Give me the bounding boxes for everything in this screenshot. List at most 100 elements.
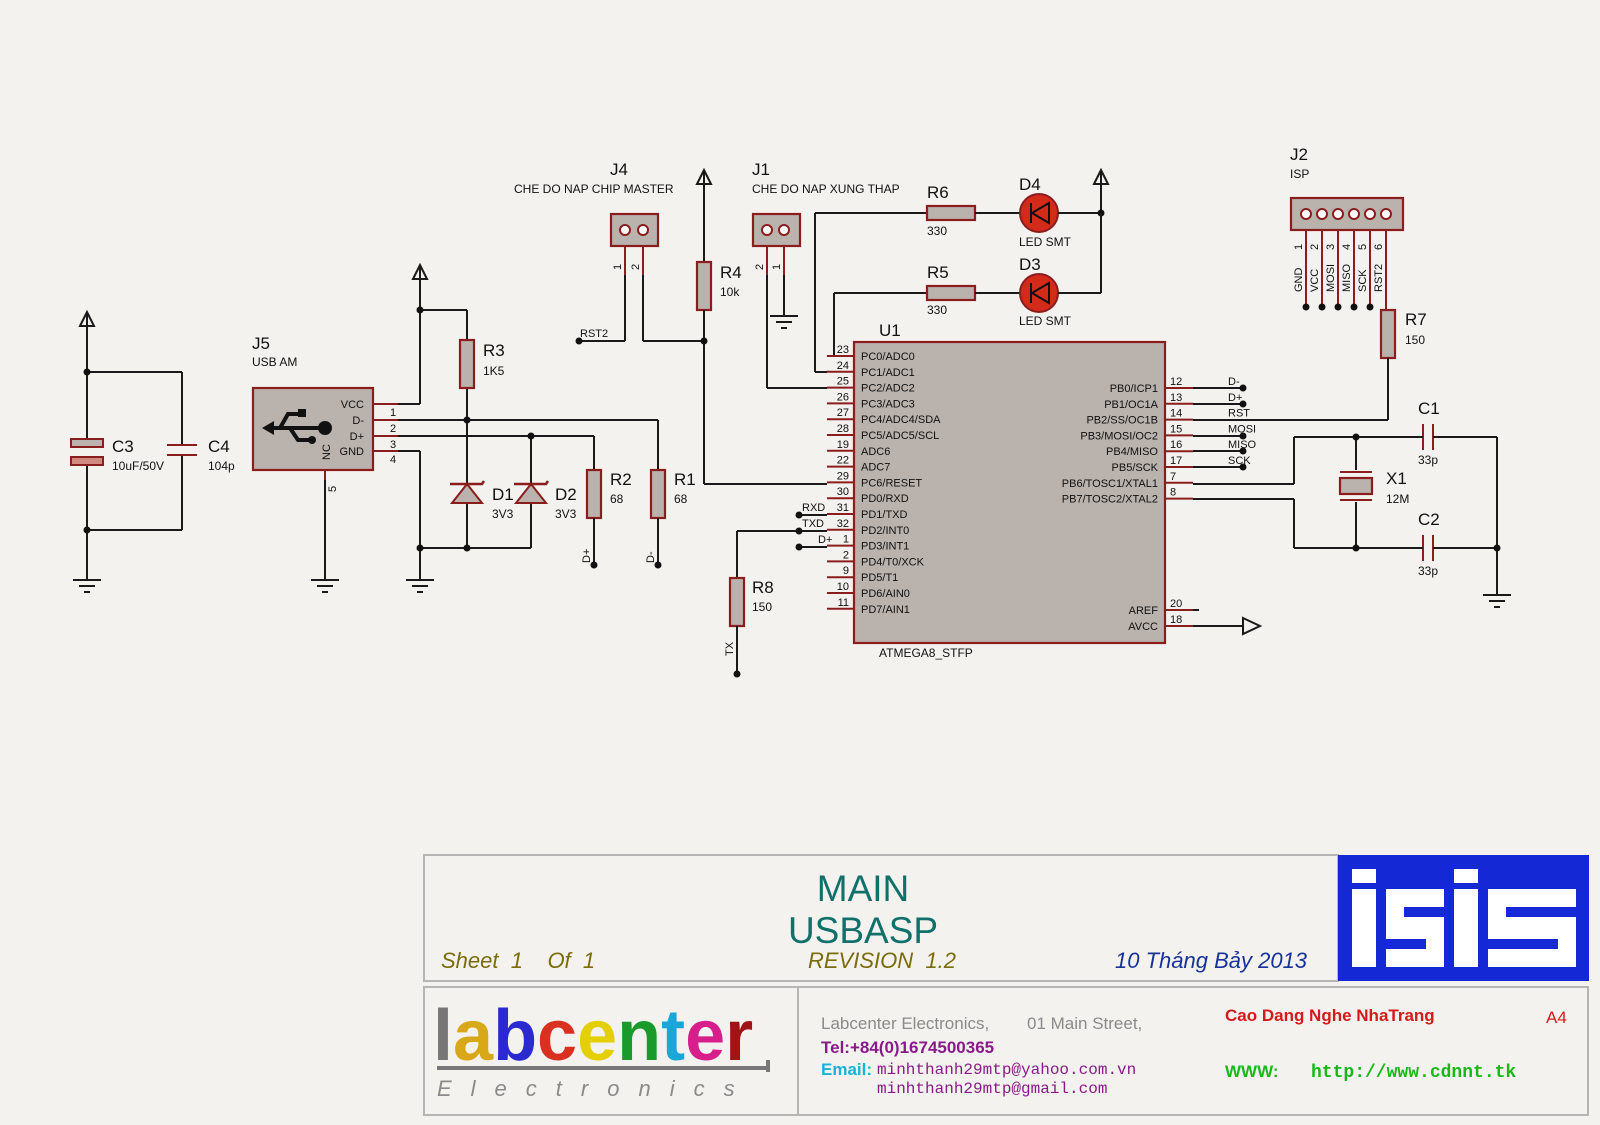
- j2-pin-number: 1: [1293, 244, 1305, 250]
- u1-ref: U1: [879, 321, 901, 340]
- u1-pin-number: 24: [837, 360, 849, 372]
- u1-pin-number: 10: [837, 581, 849, 593]
- u1-pin-number: 11: [838, 597, 849, 609]
- j2-pin-number: 6: [1373, 244, 1385, 250]
- power-symbols: [78, 167, 1263, 636]
- d1-zener: D1 3V3: [449, 480, 514, 521]
- j2-pin-number: 5: [1357, 244, 1369, 250]
- j2-pin-name: RST2: [1373, 264, 1385, 292]
- u1-pin-name: PB1/OC1A: [1104, 399, 1158, 411]
- tel: Tel:+84(0)1674500365: [821, 1038, 995, 1057]
- company-name: Labcenter Electronics,: [821, 1014, 990, 1033]
- j2-pin-name: SCK: [1357, 269, 1369, 292]
- d2-zener: D2 3V3: [513, 480, 577, 521]
- j4-pinnum-1: 1: [612, 264, 624, 270]
- ground-symbols: [73, 306, 1511, 608]
- c3-c4-section: [83, 368, 183, 534]
- u1-pin-number: 18: [1170, 614, 1182, 626]
- u1-pin-name: AVCC: [1128, 621, 1158, 633]
- email-label: Email:: [821, 1060, 873, 1079]
- j1-jumper: J1 CHE DO NAP XUNG THAP 2 1: [751, 160, 900, 389]
- x1-ref: X1: [1386, 469, 1407, 488]
- u1-pin-name: PC3/ADC3: [861, 398, 915, 410]
- www-label: WWW:: [1225, 1062, 1279, 1081]
- j2-pin-socket: [1316, 208, 1328, 220]
- d1-ref: D1: [492, 485, 514, 504]
- j1-ref: J1: [752, 160, 770, 179]
- u1-pin-name: PB4/MISO: [1106, 446, 1158, 458]
- svg-text:labcenter: labcenter: [433, 996, 753, 1076]
- d3-value: LED SMT: [1019, 314, 1072, 328]
- r7-value: 150: [1405, 333, 1425, 347]
- u1-pin-name: PB3/MOSI/OC2: [1080, 430, 1158, 442]
- j1-pinnum-2: 2: [754, 264, 766, 270]
- j2-pin-name: GND: [1293, 268, 1305, 293]
- u1-pin-name: PB2/SS/OC1B: [1086, 415, 1158, 427]
- u1-pin-number: 20: [1170, 598, 1182, 610]
- d1-value: 3V3: [492, 507, 514, 521]
- email-2[interactable]: minhthanh29mtp@gmail.com: [877, 1080, 1108, 1098]
- d3-ref: D3: [1019, 255, 1041, 274]
- c3-capacitor: C3 10uF/50V: [70, 437, 164, 473]
- j5-pin-gnd: GND: [340, 446, 365, 458]
- u1-net-label: RST: [1228, 408, 1250, 420]
- net-label-dplus-u1: D+: [818, 534, 832, 546]
- u1-pin-name: PB7/TOSC2/XTAL2: [1062, 494, 1158, 506]
- r2-value: 68: [610, 492, 624, 506]
- j2-pin-end: [1302, 303, 1310, 311]
- u1-net-label: D-: [1228, 376, 1240, 388]
- x1-value: 12M: [1386, 492, 1409, 506]
- c2-value: 33p: [1418, 564, 1438, 578]
- r4-ref: R4: [720, 263, 742, 282]
- u1-pin-name: AREF: [1129, 605, 1159, 617]
- d3-led: D3 LED SMT: [1019, 213, 1102, 328]
- j2-pin-socket: [1364, 208, 1376, 220]
- drawing-date: 10 Tháng Bảy 2013: [1115, 948, 1308, 973]
- j5-pinnum-2: 2: [390, 423, 396, 435]
- u1-pin-name: PC1/ADC1: [861, 367, 915, 379]
- title-block: MAIN USBASP Sheet 1 Of 1 REVISION 1.2 10…: [423, 854, 1589, 1116]
- u1-left-pins: 23PC0/ADC024PC1/ADC125PC2/ADC226PC3/ADC3…: [827, 344, 941, 616]
- isis-logo-graphic: [1352, 869, 1576, 967]
- u1-pin-name: ADC6: [861, 446, 890, 458]
- j2-pin-number: 3: [1325, 244, 1337, 250]
- u1-pin-number: 26: [837, 391, 849, 403]
- r2-ref: R2: [610, 470, 632, 489]
- sheet-size: A4: [1546, 1008, 1567, 1027]
- c4-ref: C4: [208, 437, 230, 456]
- email-1[interactable]: minhthanh29mtp@yahoo.com.vn: [877, 1061, 1137, 1079]
- net-label-dminus: D-: [645, 551, 657, 563]
- u1-pin-number: 23: [837, 344, 849, 356]
- u1-pin-name: PD0/RXD: [861, 493, 909, 505]
- c3-ref: C3: [112, 437, 134, 456]
- j2-pin-socket: [1380, 208, 1392, 220]
- u1-pin-name: PD1/TXD: [861, 509, 908, 521]
- j5-pin-dminus: D-: [352, 415, 364, 427]
- u1-pin-name: PC6/RESET: [861, 477, 922, 489]
- u1-pin-number: 27: [837, 407, 849, 419]
- u1-pin-number: 12: [1170, 376, 1182, 388]
- u1-pin-number: 32: [837, 518, 849, 530]
- d2-value: 3V3: [555, 507, 577, 521]
- j2-pin-name: MISO: [1341, 263, 1353, 292]
- j5-usb-connector: J5 USB AM VCC D- D+ GND NC 1 2 3 4 5: [251, 334, 398, 492]
- u1-pin-name: PD4/T0/XCK: [861, 556, 925, 568]
- u1-pin-name: PD6/AIN0: [861, 588, 910, 600]
- r4-value: 10k: [720, 285, 740, 299]
- j2-pin-name: MOSI: [1325, 264, 1337, 292]
- r3-ref: R3: [483, 341, 505, 360]
- r1-value: 68: [674, 492, 688, 506]
- u1-pin-number: 9: [843, 565, 849, 577]
- j4-ref: J4: [610, 160, 628, 179]
- j1-pinnum-1: 1: [771, 264, 783, 270]
- r8-value: 150: [752, 600, 772, 614]
- j5-pinnum-5: 5: [327, 486, 339, 492]
- website-url[interactable]: http://www.cdnnt.tk: [1311, 1063, 1517, 1083]
- u1-pin-number: 25: [837, 376, 849, 388]
- j2-pin-number: 2: [1309, 244, 1321, 250]
- u1-pin-number: 30: [837, 486, 849, 498]
- logo-frame: [423, 986, 799, 1116]
- u1-pin-name: PC4/ADC4/SDA: [861, 414, 941, 426]
